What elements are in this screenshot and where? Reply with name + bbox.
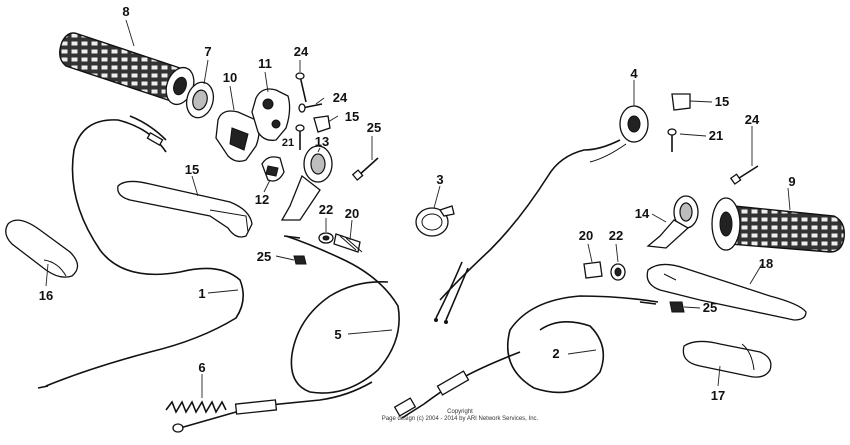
screw-21-right-illustration	[667, 128, 677, 152]
callout-25-right: 25	[703, 300, 717, 315]
callout-19: 18	[759, 256, 773, 271]
callout-17: 16	[39, 288, 53, 303]
callout-14: 14	[635, 206, 650, 221]
callout-2: 2	[552, 346, 559, 361]
callout-7: 7	[204, 44, 211, 59]
callout-labels: 8 7 10 11 24 24 15 25 21 13 15 12 22 20 …	[39, 4, 796, 403]
callout-16: 15	[185, 162, 199, 177]
lever-16-illustration	[117, 180, 253, 238]
callout-21-left: 21	[282, 137, 294, 149]
switch-4-illustration	[434, 105, 649, 324]
callout-10: 10	[223, 70, 237, 85]
callout-23-top: 24	[294, 44, 309, 59]
callout-23-mid: 24	[333, 90, 348, 105]
bracket-13-illustration	[280, 145, 333, 221]
callout-12: 12	[255, 192, 269, 207]
callout-22-left: 22	[319, 202, 333, 217]
callout-21-right: 21	[709, 128, 723, 143]
screw-21-left-illustration	[295, 124, 305, 150]
switch-12-illustration	[261, 156, 285, 182]
callout-24-left: 25	[367, 120, 381, 135]
callout-1: 1	[198, 286, 205, 301]
bracket-14-illustration	[646, 195, 699, 249]
pivot-22-20-left-illustration	[318, 232, 363, 253]
callout-5: 5	[334, 327, 341, 342]
callout-9: 9	[788, 174, 795, 189]
copyright-line-1: Copyright	[447, 409, 473, 415]
callout-4: 4	[630, 66, 638, 81]
cover-17-illustration	[5, 219, 79, 278]
bolt-24-right-illustration	[729, 165, 759, 185]
callout-25-left: 25	[257, 249, 271, 264]
callout-13: 13	[315, 134, 329, 149]
plug-15-left-illustration	[313, 115, 331, 133]
callout-20-right: 20	[579, 228, 593, 243]
copyright-line-2: Page design (c) 2004 - 2014 by ARI Netwo…	[381, 416, 539, 422]
lever-19-illustration	[646, 263, 807, 321]
callout-18: 17	[711, 388, 725, 403]
callout-6: 6	[198, 360, 205, 375]
pivot-20-22-right-illustration	[583, 261, 626, 281]
cable-2-illustration	[393, 295, 659, 419]
clamp-3-illustration	[415, 205, 455, 237]
callout-15-left: 15	[345, 109, 359, 124]
bolt-24-left-illustration	[351, 157, 379, 181]
callout-22-right: 22	[609, 228, 623, 243]
callout-15-right: 15	[715, 94, 729, 109]
cable-5-illustration	[172, 235, 400, 433]
screw-23-illustration	[295, 72, 323, 113]
housing-11-illustration	[251, 88, 291, 141]
callout-20-left: 20	[345, 206, 359, 221]
plug-15-right-illustration	[671, 93, 691, 111]
callout-3: 3	[436, 172, 443, 187]
nut-25-left-illustration	[293, 255, 307, 265]
nut-25-right-illustration	[669, 301, 685, 313]
callout-8: 8	[122, 4, 129, 19]
leader-lines	[45, 19, 791, 398]
cover-18-illustration	[682, 340, 772, 378]
left-grip-illustration	[59, 32, 195, 106]
callout-24-right: 24	[745, 112, 760, 127]
right-grip-illustration	[711, 197, 845, 253]
cable-1-illustration	[37, 115, 244, 389]
copyright-notice: Copyright Page design (c) 2004 - 2014 by…	[340, 409, 580, 423]
housing-10-illustration	[215, 110, 260, 162]
callout-11: 11	[258, 56, 272, 71]
spring-6-illustration	[165, 400, 227, 414]
